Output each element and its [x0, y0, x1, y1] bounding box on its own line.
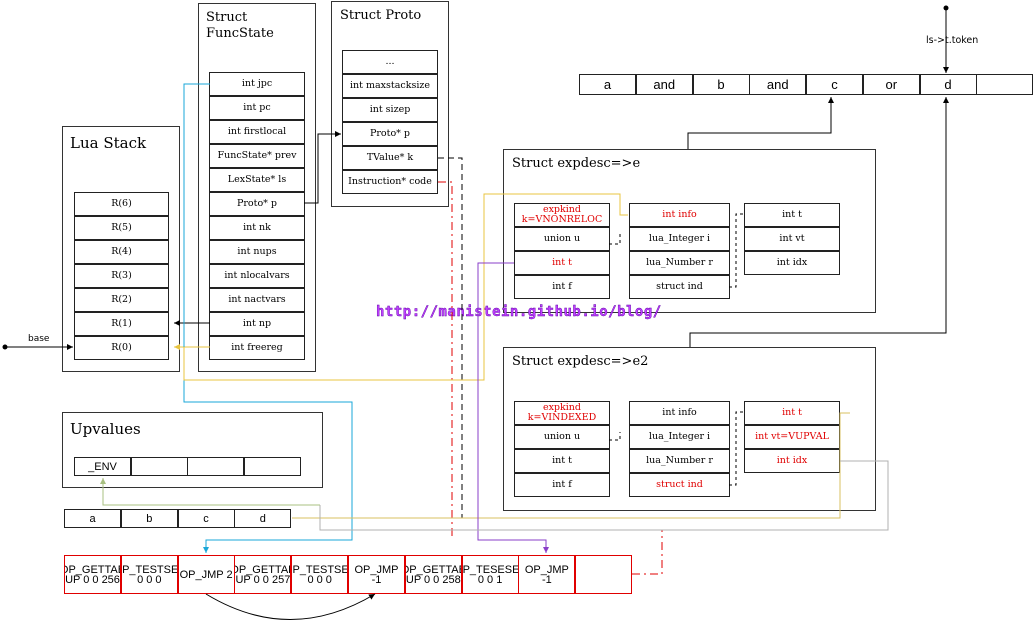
instruction-cell	[575, 555, 633, 594]
token-cell: c	[806, 74, 863, 95]
blog-url-watermark: http://manistein.github.io/blog/	[376, 304, 662, 320]
constant-cell: d	[234, 509, 292, 528]
upvalues-title: Upvalues	[70, 420, 141, 438]
stack-register-cell: R(6)	[74, 192, 169, 216]
e-union-link	[609, 234, 621, 245]
jump-curve-arrow	[205, 593, 376, 620]
e2-union-link	[609, 432, 621, 441]
stack-register-cell: R(0)	[74, 336, 169, 360]
proto-field-cell: int maxstacksize	[342, 74, 438, 98]
expdesc_e-col2-cell: lua_Number r	[629, 251, 730, 275]
funcstate-field-cell: int nups	[209, 240, 305, 264]
expdesc_e-col1-cell: int f	[514, 275, 610, 299]
stack-register-cell: R(2)	[74, 288, 169, 312]
funcstate-field-cell: FuncState* prev	[209, 144, 305, 168]
expdesc_e2-col3-cell: int idx	[744, 449, 840, 473]
expdesc_e2-col2-cell: lua_Integer i	[629, 425, 730, 449]
constant-cell: c	[177, 509, 235, 528]
k-to-constants-line	[293, 157, 463, 519]
funcstate-title: Struct FuncState	[206, 10, 274, 41]
expdesc_e-col3-cell: int t	[744, 203, 840, 227]
upvalue-cell: _ENV	[74, 457, 131, 476]
e2-ind-link	[729, 411, 744, 486]
instruction-cell: OP_JMP 2	[177, 555, 235, 594]
proto-field-cell: Instruction* code	[342, 170, 438, 194]
funcstate-field-cell: int nk	[209, 216, 305, 240]
token-cell: d	[919, 74, 977, 95]
code-end-line	[632, 530, 663, 575]
e-ind-link	[729, 213, 744, 288]
stack-register-cell: R(5)	[74, 216, 169, 240]
expdesc_e2-col3-cell: int vt=VUPVAL	[744, 425, 840, 449]
expdesc_e-col2-cell: lua_Integer i	[629, 227, 730, 251]
stack-register-cell: R(3)	[74, 264, 169, 288]
expdesc_e2-col2-cell: struct ind	[629, 473, 730, 497]
instruction-cell: OP_GETTAB UP 0 0 258	[404, 555, 462, 594]
proto-field-cell: int sizep	[342, 98, 438, 122]
expdesc_e2-col2-cell: int info	[629, 401, 730, 425]
expdesc_e-col1-cell: union u	[514, 227, 610, 251]
lua-stack-title: Lua Stack	[70, 134, 147, 152]
funcstate-field-cell: int jpc	[209, 72, 305, 96]
proto-field-cell: TValue* k	[342, 146, 438, 170]
instruction-cell: OP_TESESET 0 0 1	[461, 555, 519, 594]
proto-field-cell: Proto* p	[342, 122, 438, 146]
funcstate-field-cell: int pc	[209, 96, 305, 120]
expdesc_e2-col1-cell: union u	[514, 425, 610, 449]
expdesc_e2-col1-cell: int t	[514, 449, 610, 473]
funcstate-field-cell: int firstlocal	[209, 120, 305, 144]
e2-to-token-d-arrow	[689, 97, 949, 347]
upvalue-cell	[243, 457, 301, 476]
proto-pointer-arrow	[304, 131, 341, 204]
constant-cell: a	[64, 509, 121, 528]
funcstate-field-cell: LexState* ls	[209, 168, 305, 192]
token-cell: and	[749, 74, 807, 95]
instruction-cell: OP_JMP -1	[518, 555, 576, 594]
e2-idx-line	[319, 460, 889, 531]
instruction-cell: OP_GETTAB UP 0 0 256	[64, 555, 121, 594]
expdesc_e2-col2-cell: lua_Number r	[629, 449, 730, 473]
expdesc_e-col3-cell: int vt	[744, 227, 840, 251]
expdesc_e2-col1-cell: expkind k=VINDEXED	[514, 401, 610, 425]
token-cell: or	[862, 74, 920, 95]
jpc-to-jmp-arrow	[183, 83, 353, 553]
constant-cell: b	[120, 509, 178, 528]
proto-title: Struct Proto	[340, 8, 422, 23]
stack-register-cell: R(4)	[74, 240, 169, 264]
instruction-cell: OP_TESTSET 0 0 0	[291, 555, 349, 594]
token-cell: a	[579, 74, 636, 95]
expdesc_e-col1-cell: int t	[514, 251, 610, 275]
instruction-cell: OP_GETTAB UP 0 0 257	[234, 555, 292, 594]
instruction-cell: OP_JMP -1	[348, 555, 405, 594]
e-t-to-jmp-arrow	[477, 262, 549, 553]
funcstate-field-cell: int freereg	[209, 336, 305, 360]
stack-register-cell: R(1)	[74, 312, 169, 336]
funcstate-field-cell: int nlocalvars	[209, 264, 305, 288]
funcstate-field-cell: Proto* p	[209, 192, 305, 216]
expdesc_e-col2-cell: struct ind	[629, 275, 730, 299]
funcstate-field-cell: int nactvars	[209, 288, 305, 312]
code-to-instructions-line	[438, 181, 453, 540]
e-to-token-c-arrow	[687, 97, 834, 149]
expdesc_e-col1-cell: expkind k=VNONRELOC	[514, 203, 610, 227]
token-pointer-label: ls->t.token	[926, 35, 979, 46]
base-label: base	[28, 334, 50, 344]
env-upvalue-arrow	[100, 478, 320, 506]
proto-field-cell: ...	[342, 50, 438, 74]
instruction-cell: OP_TESTSET 0 0 0	[120, 555, 178, 594]
token-cell: and	[635, 74, 693, 95]
e-info-line	[183, 193, 628, 381]
funcstate-field-cell: int np	[209, 312, 305, 336]
expdesc-e-title: Struct expdesc=>e	[512, 156, 641, 171]
e2-t-line	[292, 412, 850, 519]
expdesc_e-col2-cell: int info	[629, 203, 730, 227]
token-cell: b	[692, 74, 750, 95]
expdesc-e2-title: Struct expdesc=>e2	[512, 354, 649, 369]
expdesc_e2-col1-cell: int f	[514, 473, 610, 497]
expdesc_e-col3-cell: int idx	[744, 251, 840, 275]
